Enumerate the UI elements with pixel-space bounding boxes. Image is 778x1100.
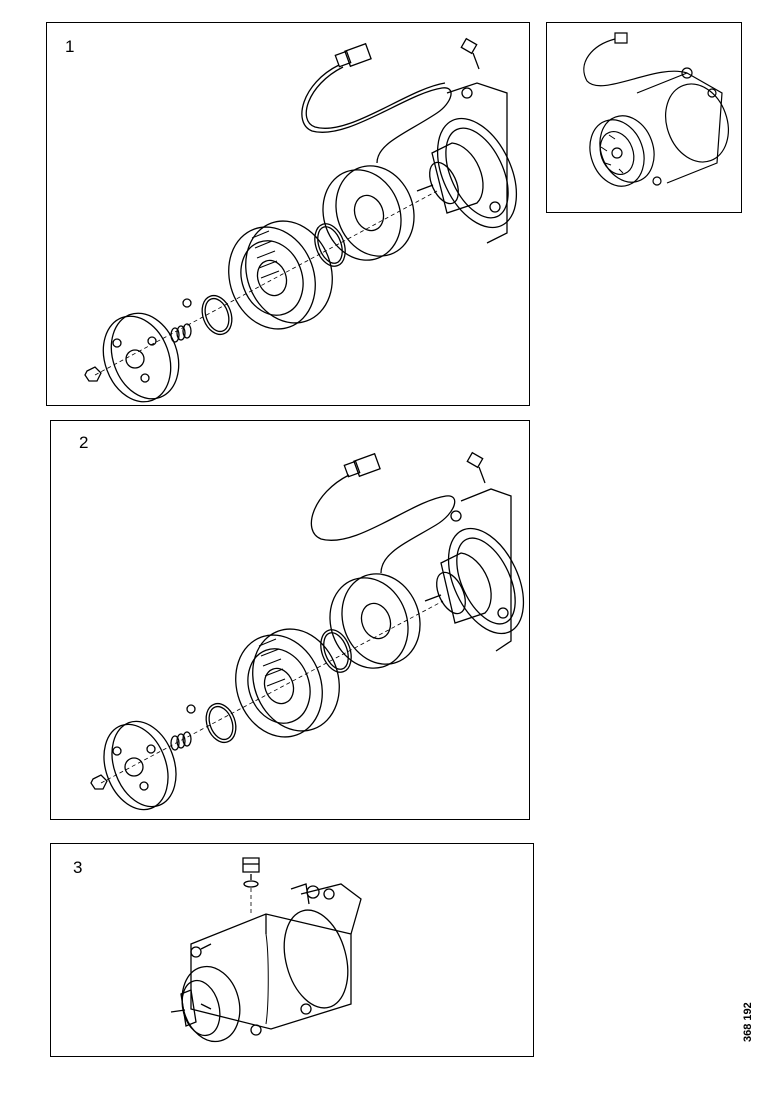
panel-2: 2 — [50, 420, 530, 820]
clutch-exploded-drawing-2 — [51, 421, 531, 821]
panel-3-number: 3 — [73, 858, 83, 877]
compressor-assembled-drawing — [547, 23, 743, 214]
panel-2-number: 2 — [79, 433, 89, 452]
panel-3: 3 — [50, 843, 534, 1057]
panel-1: 1 — [46, 22, 530, 406]
compressor-plug-drawing — [51, 844, 535, 1058]
reference-code: 368 192 — [742, 1002, 754, 1042]
inset-panel — [546, 22, 742, 213]
clutch-exploded-drawing-1 — [47, 23, 531, 407]
panel-1-number: 1 — [65, 37, 75, 56]
